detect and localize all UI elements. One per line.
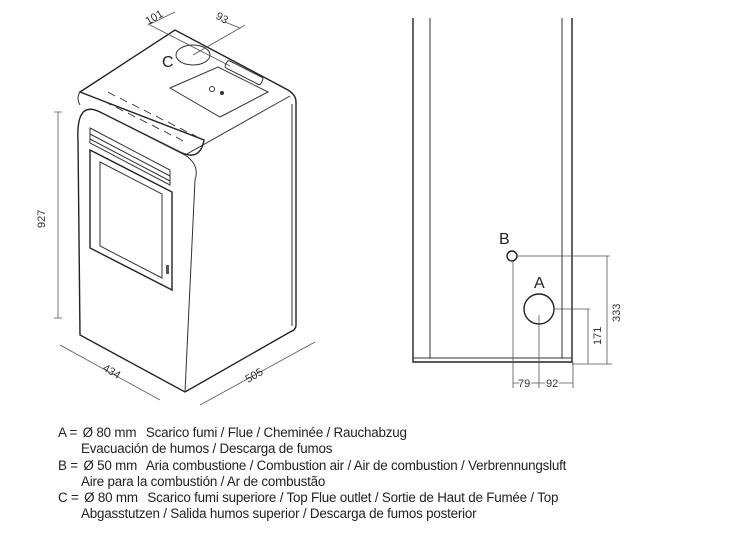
a-height-dimension: 171 xyxy=(592,327,604,345)
top-offset-1: 101 xyxy=(144,8,166,28)
legend-key: C = xyxy=(58,490,79,506)
door-grille-lines xyxy=(89,133,171,182)
legend: A = Ø 80 mm Scarico fumi / Flue / Chemin… xyxy=(58,425,566,523)
isometric-stove: C 927 434 505 101 93 xyxy=(36,8,316,406)
door-glass xyxy=(99,161,163,279)
label-c: C xyxy=(162,54,174,71)
side-inner-lines xyxy=(413,18,572,359)
legend-text-cont: Evacuación de humos / Descarga de fumos xyxy=(81,441,333,457)
horizontal-dimension-lines xyxy=(512,261,574,388)
a-offset-dimension: 92 xyxy=(546,378,558,390)
legend-key: A = xyxy=(58,425,78,440)
top-button xyxy=(220,91,224,95)
legend-text-cont: Aire para la combustión / Ar de combustã… xyxy=(81,473,326,489)
legend-spec: Ø 80 mm xyxy=(82,425,137,440)
legend-spec: Ø 80 mm xyxy=(84,490,138,506)
legend-item-c: C = Ø 80 mm Scarico fumi superiore / Top… xyxy=(58,490,566,506)
height-dimension-line xyxy=(54,111,62,319)
width-dimension: 434 xyxy=(101,362,123,382)
legend-key: B = xyxy=(58,457,78,473)
b-offset-dimension: 79 xyxy=(518,378,530,390)
legend-text: Scarico fumi superiore / Top Flue outlet… xyxy=(147,490,559,506)
top-offset-lines xyxy=(149,24,241,67)
legend-text-cont: Abgasstutzen / Salida humos superior / D… xyxy=(81,506,477,522)
label-b: B xyxy=(499,231,510,248)
b-height-dimension: 333 xyxy=(611,304,623,322)
door-handle xyxy=(166,265,169,274)
top-flue-outlet-c xyxy=(175,44,211,66)
vent-slots xyxy=(103,91,200,142)
stove-front-corner xyxy=(184,154,197,393)
stove-top-edge xyxy=(77,91,81,106)
stove-outline xyxy=(77,29,297,393)
legend-text: Aria combustione / Combustion air / Air … xyxy=(145,457,567,473)
legend-item-a: A = Ø 80 mm Scarico fumi / Flue / Chemin… xyxy=(58,425,566,441)
door-frame xyxy=(89,148,173,292)
legend-text: Scarico fumi / Flue / Cheminée / Rauchab… xyxy=(145,425,407,440)
depth-dimension: 505 xyxy=(244,366,266,386)
side-view: B A 333 171 79 92 xyxy=(412,18,623,392)
legend-spec: Ø 50 mm xyxy=(83,457,138,473)
door-grille xyxy=(89,127,171,186)
top-offset-ticks xyxy=(147,11,246,29)
top-knob xyxy=(209,86,215,92)
depth-dimension-line xyxy=(199,341,316,406)
air-inlet-b xyxy=(506,250,518,262)
side-outline xyxy=(412,18,573,363)
width-dimension-line xyxy=(59,344,161,401)
top-panel xyxy=(168,66,270,118)
legend-item-b: B = Ø 50 mm Aria combustione / Combustio… xyxy=(58,458,566,474)
height-dimension: 927 xyxy=(36,210,48,228)
label-a: A xyxy=(534,275,545,292)
vertical-dimension-lines xyxy=(517,255,612,365)
control-display xyxy=(224,60,264,86)
top-offset-2: 93 xyxy=(214,10,231,27)
